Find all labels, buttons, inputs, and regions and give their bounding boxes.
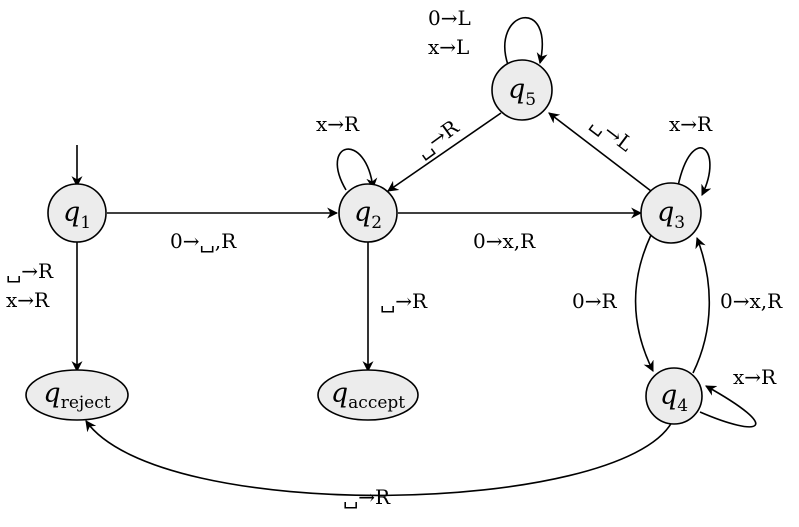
- label-q2-accept: ␣→R: [380, 289, 428, 313]
- state-q5: q5: [491, 59, 553, 121]
- state-q5-subscript: 5: [525, 90, 536, 110]
- label-q5-q2: ␣→R: [411, 114, 464, 162]
- states: q1 q2 q3 q4 q5 qreject qaccept: [25, 59, 703, 425]
- state-reject-subscript: reject: [61, 393, 111, 413]
- edge-q4-reject: [85, 420, 673, 497]
- edges: [71, 17, 757, 497]
- label-q3-q5: ␣→L: [587, 110, 638, 156]
- label-q1-reject-blank: ␣→R: [6, 259, 54, 283]
- state-q4-symbol: q: [660, 380, 677, 411]
- state-accept-symbol: q: [331, 378, 348, 409]
- state-q1-subscript: 1: [80, 213, 91, 233]
- state-q3: q3: [640, 182, 702, 244]
- state-q4-subscript: 4: [677, 396, 688, 416]
- state-q2-symbol: q: [354, 197, 371, 228]
- state-q1-symbol: q: [63, 197, 80, 228]
- edge-q2-self: [336, 148, 378, 191]
- edge-q4-self: [699, 385, 757, 428]
- label-q4-reject: ␣→R: [343, 485, 391, 509]
- state-q2-subscript: 2: [371, 213, 382, 233]
- edge-q5-self: [504, 17, 548, 66]
- label-q2-self: x→R: [316, 112, 360, 136]
- svg-text:qreject: qreject: [43, 378, 110, 413]
- label-q1-reject-x: x→R: [6, 288, 50, 312]
- state-q5-symbol: q: [508, 74, 525, 105]
- state-q2: q2: [338, 183, 398, 243]
- label-q2-q3: 0→x,R: [473, 229, 536, 253]
- label-q3-self: x→R: [669, 112, 713, 136]
- state-accept-subscript: accept: [348, 393, 405, 413]
- edge-q4-q3: [692, 236, 711, 374]
- edge-q5-q2: [387, 112, 502, 192]
- svg-text:q2: q2: [354, 197, 382, 233]
- label-q3-q4: 0→R: [572, 289, 617, 313]
- label-q5-self-x: x→L: [428, 35, 469, 59]
- state-q1: q1: [47, 183, 107, 243]
- state-q3-subscript: 3: [674, 213, 685, 233]
- transition-labels: 0→␣,R ␣→R x→R x→R 0→x,R ␣→R x→R 0→R 0→x,…: [6, 6, 783, 509]
- svg-text:qaccept: qaccept: [331, 378, 405, 413]
- svg-text:q4: q4: [660, 380, 688, 416]
- state-reject: qreject: [25, 369, 129, 421]
- edge-q3-self: [677, 147, 712, 196]
- edge-q3-q5: [548, 112, 652, 192]
- edge-q3-q4: [634, 234, 654, 372]
- label-q4-q3: 0→x,R: [720, 289, 783, 313]
- label-q4-self: x→R: [733, 365, 777, 389]
- svg-text:q3: q3: [657, 197, 685, 233]
- state-reject-symbol: q: [43, 378, 60, 409]
- state-q4: q4: [645, 367, 703, 425]
- svg-text:q5: q5: [508, 74, 536, 110]
- label-q5-self-0: 0→L: [428, 6, 471, 30]
- state-accept: qaccept: [317, 369, 419, 421]
- state-q3-symbol: q: [657, 197, 674, 228]
- label-q1-q2: 0→␣,R: [170, 229, 237, 253]
- svg-text:q1: q1: [63, 197, 91, 233]
